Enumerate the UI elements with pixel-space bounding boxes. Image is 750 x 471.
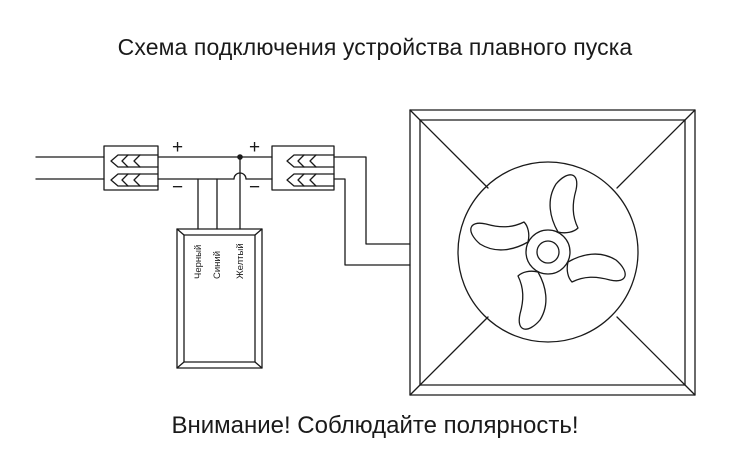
terminal-block-2 (271, 145, 335, 191)
fan-hub-inner (536, 240, 560, 264)
diagram-title: Схема подключения устройства плавного пу… (117, 34, 633, 60)
terminal-block-1 (103, 145, 159, 191)
terminal2-minus-label: − (249, 177, 260, 198)
terminal1-minus-label: − (172, 177, 183, 198)
fan-housing (409, 109, 696, 396)
wire-junction-dot (237, 154, 243, 160)
polarity-warning: Внимание! Соблюдайте полярность! (171, 412, 579, 439)
wire-label-yellow: Желтый (235, 243, 246, 279)
wire-label-black: Черный (193, 245, 204, 279)
fan-blades (470, 174, 626, 330)
fan-wire-positive (333, 156, 411, 245)
soft-start-controller (176, 228, 263, 369)
terminal1-plus-label: + (172, 137, 183, 158)
terminal2-plus-label: + (249, 137, 260, 158)
fan-ring (457, 161, 639, 343)
fan-wire-negative (333, 178, 411, 266)
fan-impeller (457, 161, 639, 343)
wire-label-blue: Синий (212, 251, 223, 279)
